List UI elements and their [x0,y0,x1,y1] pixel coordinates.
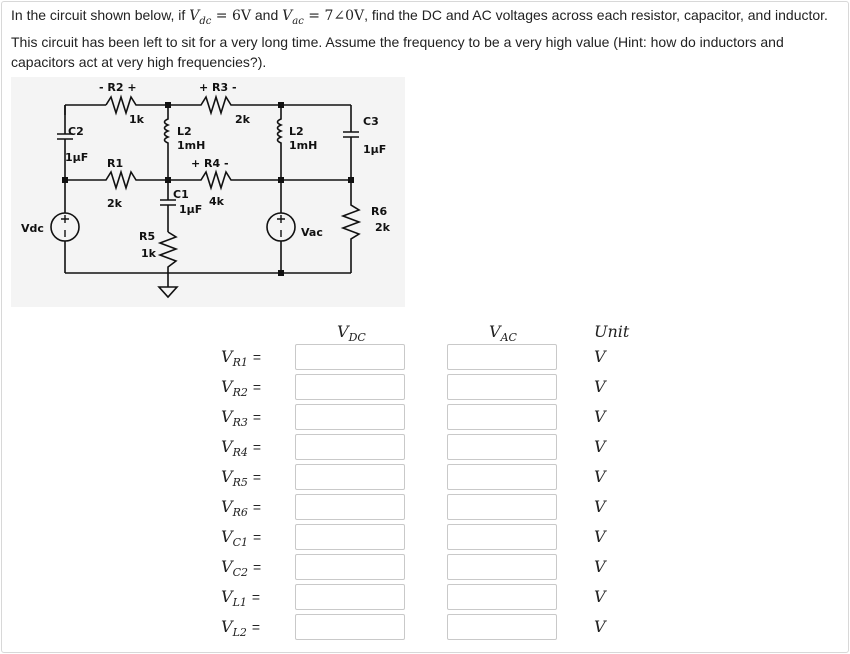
dc-input-r6[interactable] [295,494,405,520]
dc-input-l1[interactable] [295,584,405,610]
svg-text:R6: R6 [371,205,387,218]
svg-text:1μF: 1μF [65,151,88,164]
svg-text:C3: C3 [363,115,379,128]
svg-text:+ R3 -: + R3 - [199,81,237,94]
svg-text:C2: C2 [68,125,84,138]
row-label-c2: VC2= [221,557,262,580]
ac-input-r6[interactable] [447,494,557,520]
dc-input-r5[interactable] [295,464,405,490]
row-label-r1: VR1= [221,347,262,370]
ac-input-r3[interactable] [447,404,557,430]
svg-text:Vac: Vac [301,226,323,239]
unit-label-r6: V [594,497,606,516]
svg-text:L2: L2 [289,125,304,138]
row-label-c1: VC1= [221,527,262,550]
svg-text:Vdc: Vdc [21,222,44,235]
dc-input-r4[interactable] [295,434,405,460]
ac-input-r4[interactable] [447,434,557,460]
unit-label-c1: V [594,527,606,546]
row-label-r4: VR4= [221,437,262,460]
row-label-r5: VR5= [221,467,262,490]
row-label-l1: VL1= [221,587,261,610]
unit-label-c2: V [594,557,606,576]
dc-column-header: VDC [337,322,366,345]
svg-text:1μF: 1μF [179,203,202,216]
vac-symbol: Vac [282,8,304,27]
unit-label-l2: V [594,617,606,636]
svg-text:R1: R1 [107,157,123,170]
dc-input-c1[interactable] [295,524,405,550]
circuit-schematic: - R2 + 1k + R3 - 2k C2 1μF L2 1mH L2 1mH… [21,81,391,299]
svg-text:+ R4 -: + R4 - [191,157,229,170]
ac-input-l1[interactable] [447,584,557,610]
svg-text:2k: 2k [235,113,251,126]
row-label-r3: VR3= [221,407,262,430]
svg-text:R5: R5 [139,230,155,243]
ac-input-r5[interactable] [447,464,557,490]
svg-text:2k: 2k [375,221,391,234]
unit-label-r1: V [594,347,606,366]
svg-text:1mH: 1mH [289,139,317,152]
question-text: In the circuit shown below, if Vdc = 6V … [11,7,828,70]
svg-text:1k: 1k [141,247,157,260]
unit-label-r3: V [594,407,606,426]
svg-text:4k: 4k [209,195,225,208]
svg-text:C1: C1 [173,188,189,201]
dc-input-r1[interactable] [295,344,405,370]
dc-input-r2[interactable] [295,374,405,400]
dc-input-l2[interactable] [295,614,405,640]
dc-input-c2[interactable] [295,554,405,580]
circuit-diagram: - R2 + 1k + R3 - 2k C2 1μF L2 1mH L2 1mH… [11,77,405,307]
unit-label-r4: V [594,437,606,456]
vdc-symbol: Vdc [189,8,212,27]
svg-text:- R2 +: - R2 + [99,81,137,94]
unit-label-l1: V [594,587,606,606]
ac-input-c1[interactable] [447,524,557,550]
dc-input-r3[interactable] [295,404,405,430]
ac-input-r1[interactable] [447,344,557,370]
ac-input-c2[interactable] [447,554,557,580]
unit-label-r2: V [594,377,606,396]
ac-column-header: VAC [489,322,517,345]
svg-text:L2: L2 [177,125,192,138]
row-label-l2: VL2= [221,617,261,640]
unit-label-r5: V [594,467,606,486]
svg-text:2k: 2k [107,197,123,210]
row-label-r2: VR2= [221,377,262,400]
unit-column-header: Unit [594,322,630,341]
svg-text:1k: 1k [129,113,145,126]
svg-text:1μF: 1μF [363,143,386,156]
svg-text:1mH: 1mH [177,139,205,152]
ac-input-l2[interactable] [447,614,557,640]
ac-input-r2[interactable] [447,374,557,400]
row-label-r6: VR6= [221,497,262,520]
